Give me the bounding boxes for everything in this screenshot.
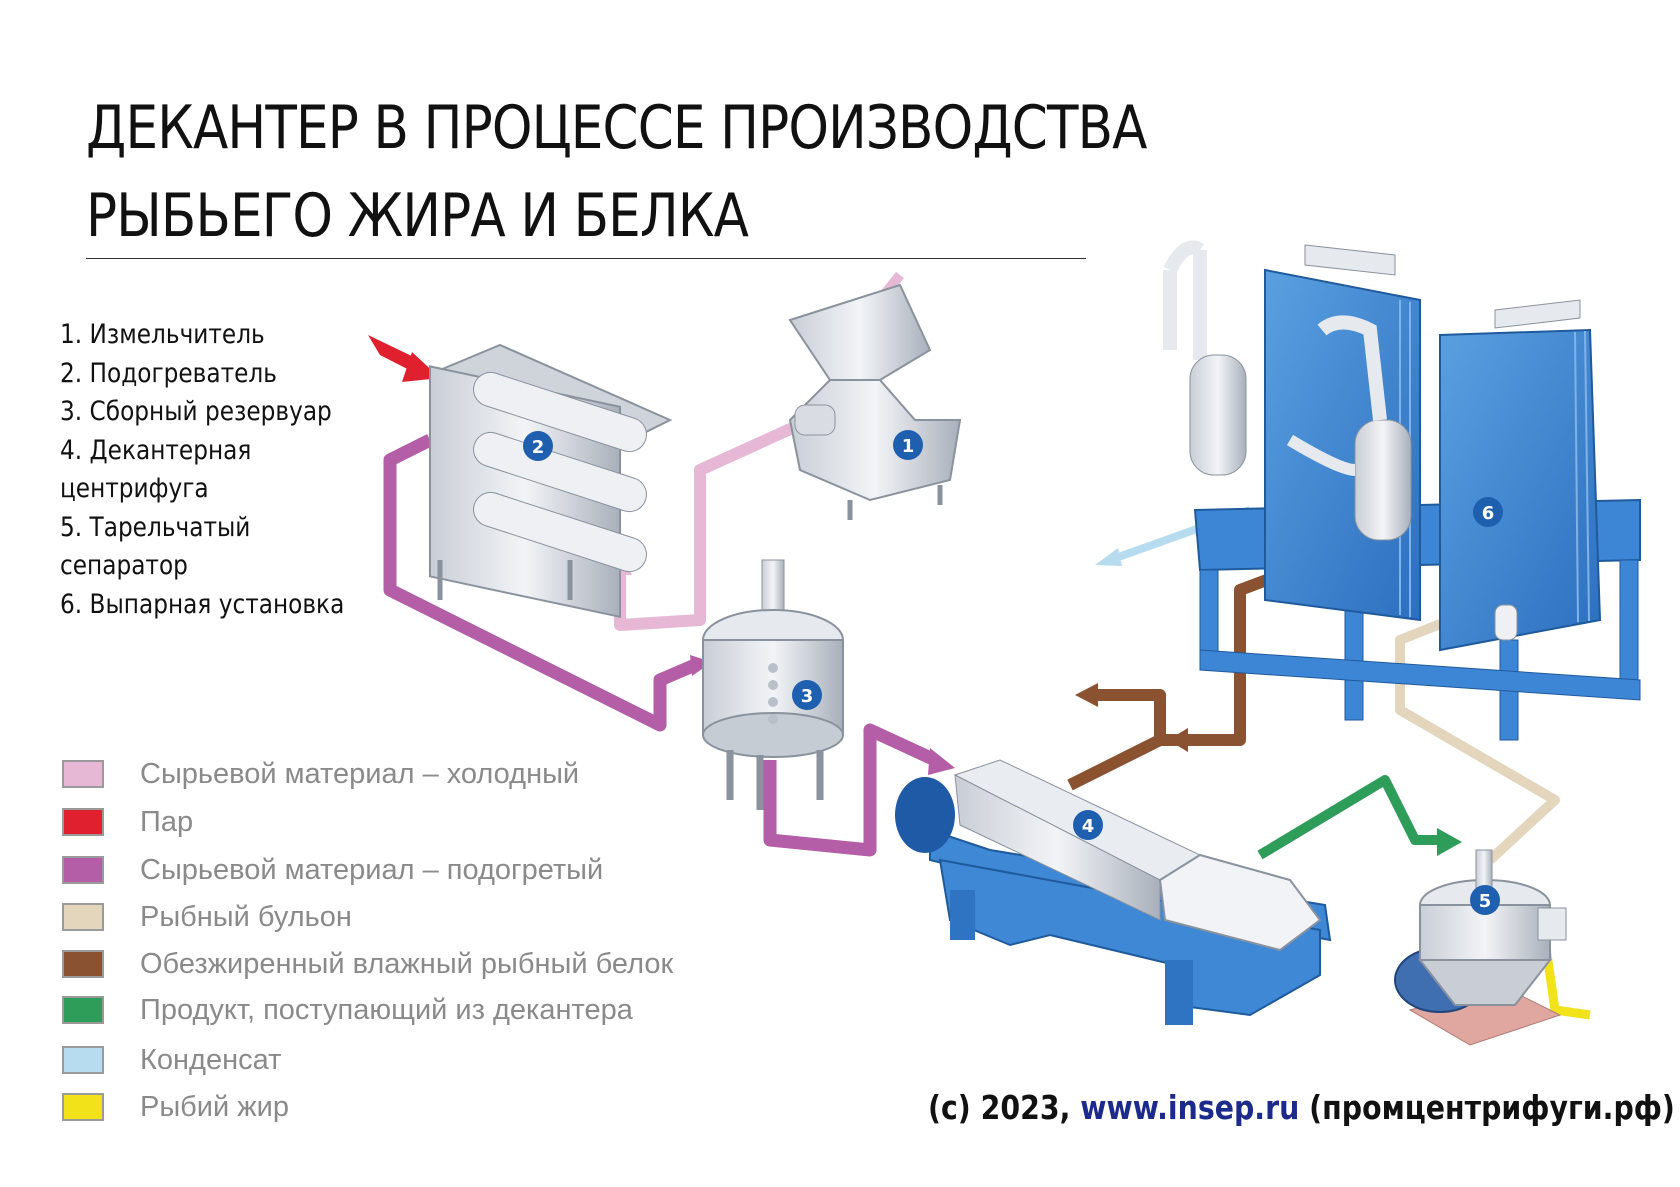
badge-2: 2	[523, 431, 553, 461]
website-link[interactable]: www.insep.ru	[1080, 1088, 1299, 1127]
arrow-icon	[1095, 548, 1122, 566]
badge-2-label: 2	[532, 437, 545, 458]
pipe-broth	[1400, 620, 1555, 860]
separator-icon	[1395, 850, 1566, 1045]
arrow-icon	[928, 748, 955, 775]
badge-4-label: 4	[1082, 816, 1095, 837]
badge-6: 6	[1473, 497, 1503, 527]
badge-3-label: 3	[801, 686, 814, 707]
badge-3: 3	[792, 680, 822, 710]
arrow-icon	[1437, 828, 1462, 856]
legend-swatch	[62, 996, 104, 1024]
badge-4: 4	[1073, 810, 1103, 840]
pipe-protein	[1070, 695, 1160, 785]
legend-label: Сырьевой материал – подогретый	[140, 854, 603, 886]
legend-label: Пар	[140, 806, 193, 838]
legend-label: Рыбный бульон	[140, 901, 352, 933]
legend-label: Рыбий жир	[140, 1091, 289, 1123]
copyright: (c) 2023, www.insep.ru (промцентрифуги.р…	[928, 1088, 1675, 1127]
badge-6-label: 6	[1482, 503, 1495, 524]
legend-label: Обезжиренный влажный рыбный белок	[140, 948, 673, 980]
copyright-suffix: (промцентрифуги.рф)	[1299, 1088, 1675, 1127]
pipe-product	[1260, 780, 1440, 855]
legend-swatch	[62, 808, 104, 836]
badge-1-label: 1	[902, 436, 915, 457]
badge-5: 5	[1470, 885, 1500, 915]
legend-label: Конденсат	[140, 1044, 281, 1076]
legend-swatch	[62, 1093, 104, 1121]
legend-swatch	[62, 1046, 104, 1074]
grinder-icon	[790, 285, 960, 520]
badge-5-label: 5	[1479, 891, 1492, 912]
pipe-fish-oil	[1545, 940, 1590, 1015]
legend-swatch	[62, 903, 104, 931]
legend-swatch	[62, 856, 104, 884]
copyright-prefix: (c) 2023,	[928, 1088, 1080, 1127]
badge-1: 1	[893, 430, 923, 460]
legend-label: Сырьевой материал – холодный	[140, 758, 579, 790]
legend-swatch	[62, 760, 104, 788]
legend-swatch	[62, 950, 104, 978]
legend-label: Продукт, поступающий из декантера	[140, 994, 633, 1026]
heater-icon	[430, 345, 670, 617]
arrow-icon	[1168, 728, 1188, 752]
evaporator-icon	[1170, 245, 1640, 740]
arrow-icon	[1075, 683, 1098, 707]
decanter-icon	[895, 760, 1330, 1025]
